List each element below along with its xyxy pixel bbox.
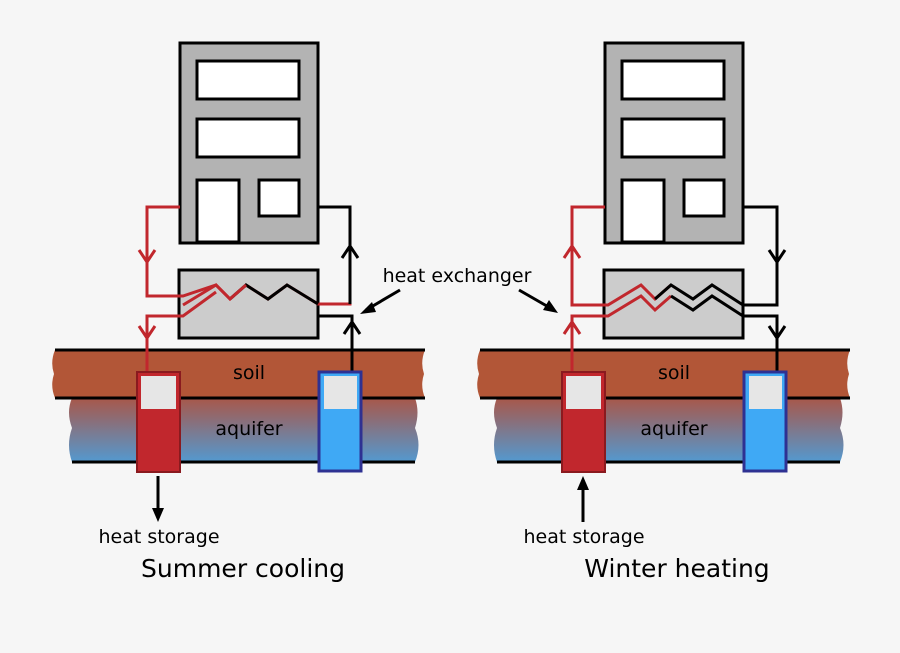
flow-arrow-icon [137,249,157,265]
warm-well [136,371,181,473]
exchanger-coil-red [182,283,247,307]
cold-well-pipe [670,294,779,372]
arrow-head-icon [360,302,376,314]
heat-storage-label: heat storage [98,526,219,548]
warm-well-pipe [145,290,217,372]
building-window [257,178,301,218]
soil-label: soil [233,362,265,384]
arrow-head-icon [543,300,558,313]
aquifer-label: aquifer [215,418,282,440]
heat-storage-label: heat storage [523,526,644,548]
building-return-pipe [654,205,779,307]
cold-well [742,370,788,473]
building-window [195,117,301,159]
building-window [620,59,726,101]
arrow-head-icon [152,508,164,522]
flow-arrow-icon [340,243,360,259]
heat-exchanger [177,268,320,340]
soil-label: soil [658,362,690,384]
arrow-head-icon [577,476,589,490]
heat-exchanger-label: heat exchanger [383,265,532,287]
building [603,41,745,245]
panel-summer-cooling: soil aquifer [52,41,425,583]
panel-caption: Summer cooling [141,554,345,583]
cold-well-pipe [318,314,354,372]
aquifer-label: aquifer [640,418,707,440]
warm-well-pipe [570,294,672,372]
cold-well [317,370,363,473]
flow-arrow-icon [767,325,787,341]
panel-winter-heating: soil aquifer heat stora [477,41,850,583]
flow-arrow-icon [562,319,582,335]
flow-arrow-icon [137,325,157,341]
building-return-pipe [318,205,352,304]
building-door [620,178,666,244]
warm-well [561,371,606,473]
flow-arrow-icon [562,243,582,259]
panel-caption: Winter heating [584,554,769,583]
building-window [682,178,726,218]
building-door [195,178,241,244]
flow-arrow-icon [342,319,362,335]
building [178,41,320,245]
flow-arrow-icon [767,249,787,265]
building-window [195,59,301,101]
building-window [620,117,726,159]
